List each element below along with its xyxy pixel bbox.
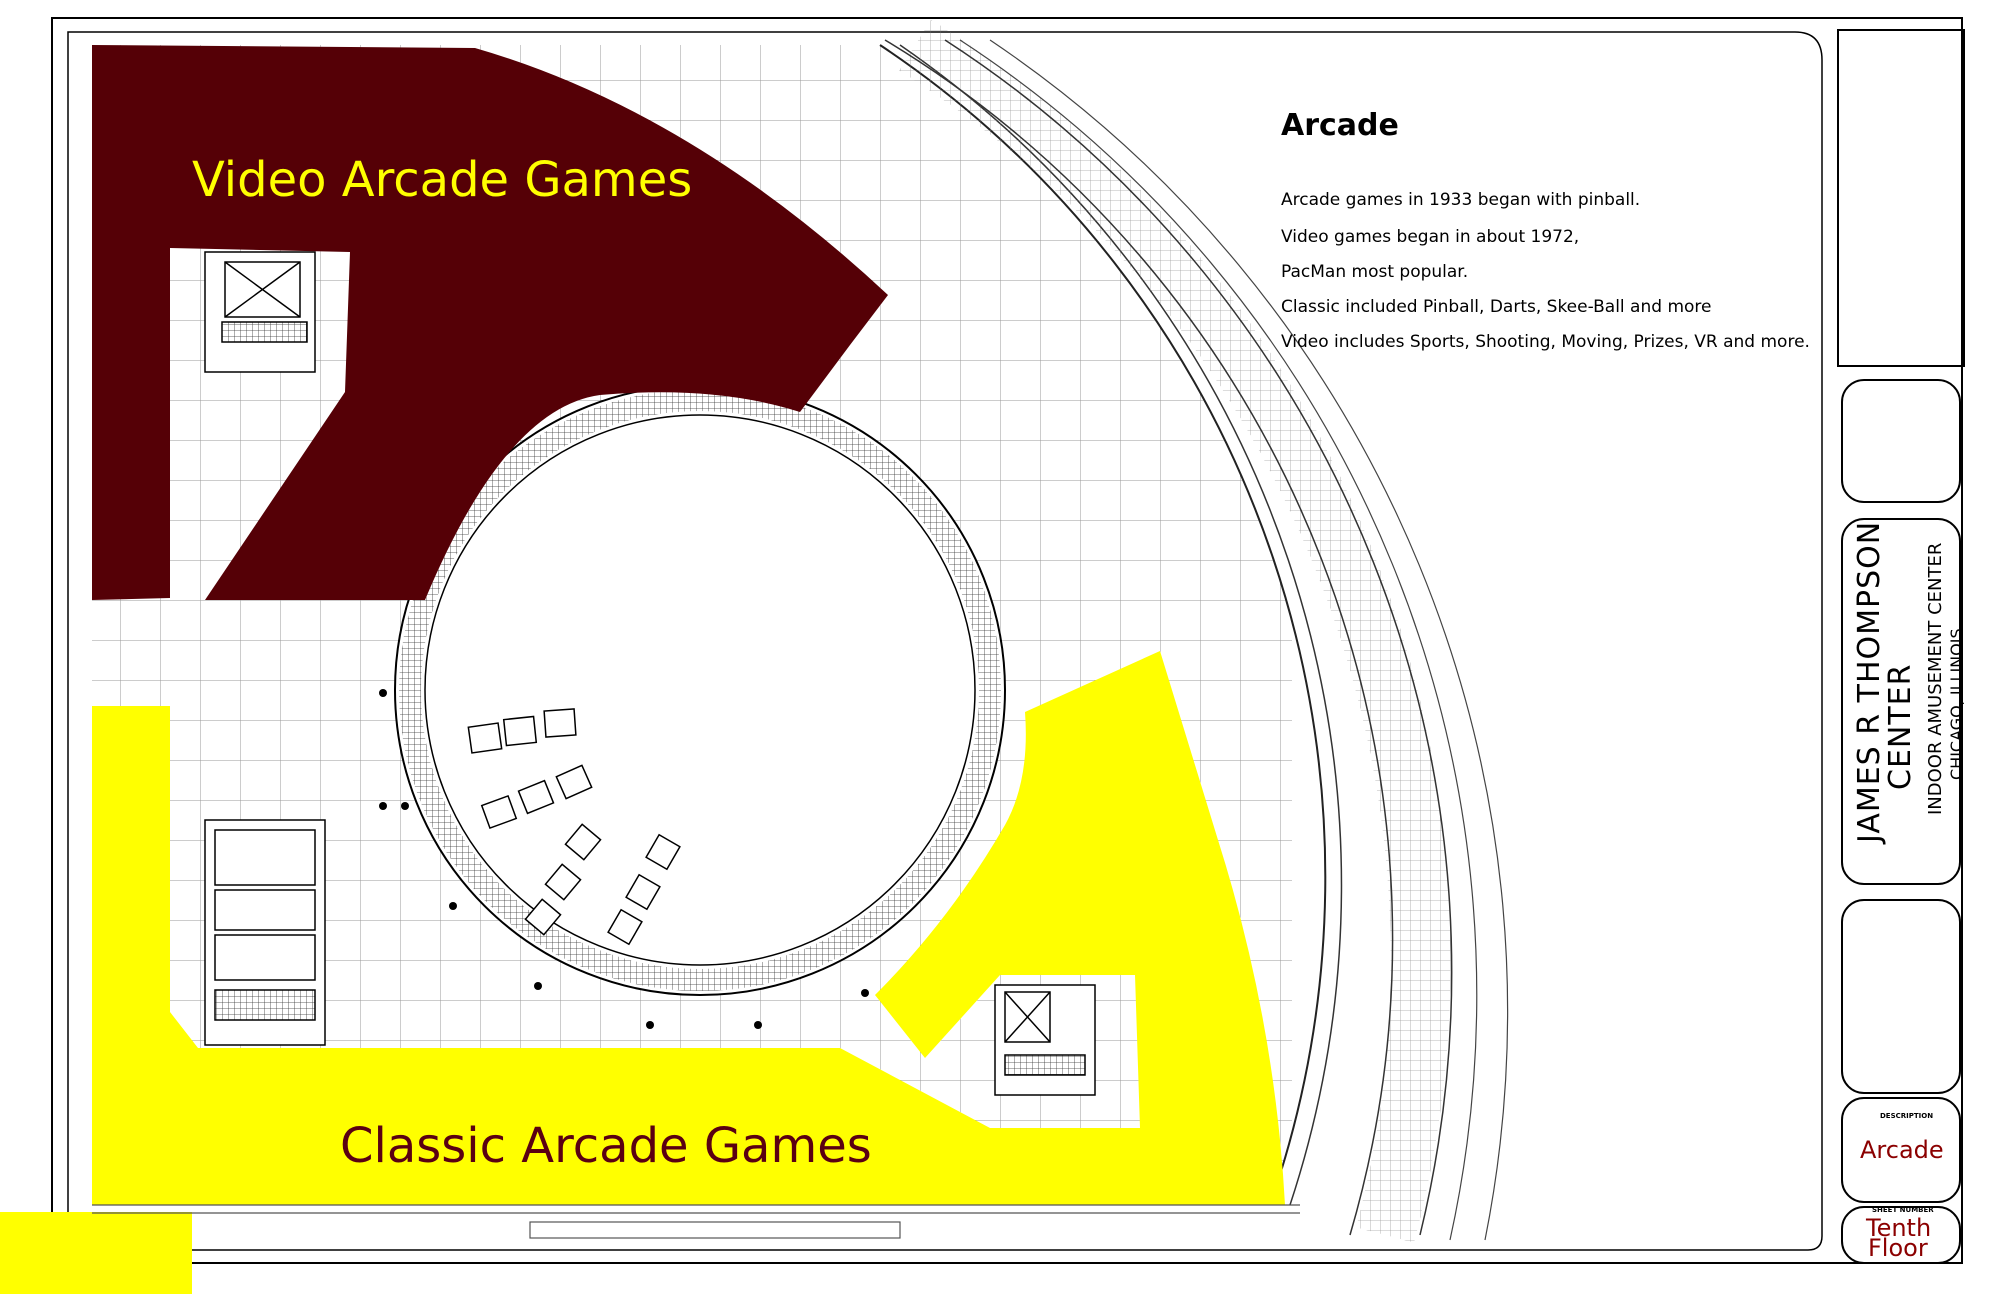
- title-block: [1837, 29, 1965, 1264]
- sheet-number-caption: SHEET NUMBER: [1872, 1206, 1934, 1214]
- info-line-5: Video includes Sports, Shooting, Moving,…: [1281, 332, 1810, 352]
- sheet-number-line1: Tenth: [1866, 1214, 1932, 1242]
- curved-facade: [879, 19, 1509, 1243]
- info-line-3: PacMan most popular.: [1281, 262, 1469, 282]
- sheet-number-line2: Floor: [1868, 1234, 1928, 1262]
- column-markers: [379, 689, 869, 1029]
- project-subtitle: INDOOR AMUSEMENT CENTER: [1925, 542, 1946, 815]
- classic-arcade-zone: [92, 651, 1285, 1205]
- description-caption: DESCRIPTION: [1880, 1112, 1934, 1120]
- description-value: Arcade: [1860, 1136, 1944, 1164]
- project-name-line2: CENTER: [1883, 663, 1918, 790]
- sheet-outer-border: [51, 17, 1963, 1264]
- video-arcade-label: Video Arcade Games: [192, 152, 693, 208]
- project-name-line1: JAMES R THOMPSON: [1852, 520, 1887, 843]
- sheet-inner-border: [67, 31, 1823, 1251]
- legend-swatch-yellow: [0, 1212, 192, 1294]
- video-arcade-zone: [92, 45, 888, 600]
- building-cores: [204, 251, 1096, 1096]
- info-title: Arcade: [1281, 108, 1399, 143]
- info-line-4: Classic included Pinball, Darts, Skee-Ba…: [1281, 297, 1712, 317]
- project-city: CHICAGO, ILLINOIS: [1947, 628, 1966, 780]
- atrium-seating: [467, 708, 681, 946]
- bottom-frame-strip: [92, 1204, 1300, 1239]
- info-line-1: Arcade games in 1933 began with pinball.: [1281, 190, 1641, 210]
- classic-arcade-label: Classic Arcade Games: [340, 1118, 872, 1174]
- info-line-2: Video games began in about 1972,: [1281, 227, 1580, 247]
